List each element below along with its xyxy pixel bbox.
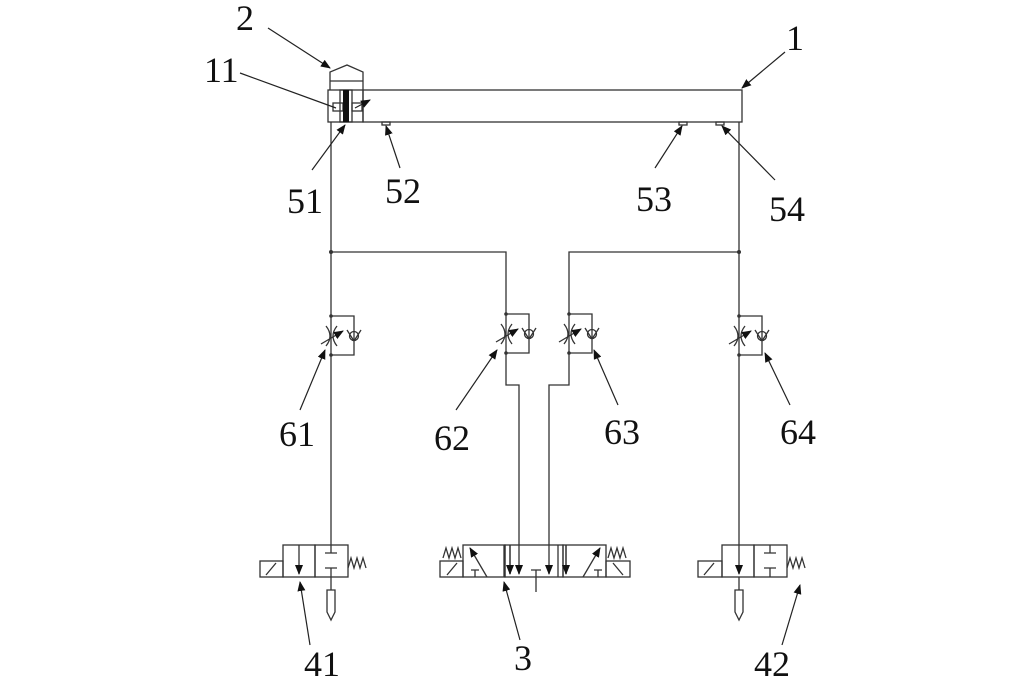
- flow-control-valve-63: [559, 312, 599, 355]
- flow-control-valve-61: [321, 314, 361, 357]
- label-63: 63: [604, 412, 640, 452]
- flow-control-valve-62: [496, 312, 536, 355]
- reference-labels: 2 1 11 51 52 53 54 61 62 63 64 41 3 42: [204, 0, 816, 680]
- label-54: 54: [769, 189, 805, 229]
- label-41: 41: [304, 644, 340, 680]
- label-61: 61: [279, 414, 315, 454]
- label-11: 11: [204, 50, 239, 90]
- label-52: 52: [385, 171, 421, 211]
- label-62: 62: [434, 418, 470, 458]
- cylinder-1: [327, 89, 743, 126]
- flow-control-valve-64: [729, 314, 769, 357]
- label-42: 42: [754, 644, 790, 680]
- solenoid-valve-41: [259, 544, 367, 622]
- label-51: 51: [287, 181, 323, 221]
- cap-2: [329, 64, 364, 90]
- label-1: 1: [786, 18, 804, 58]
- label-64: 64: [780, 412, 816, 452]
- leader-lines: [239, 27, 802, 646]
- label-53: 53: [636, 179, 672, 219]
- label-3: 3: [514, 638, 532, 678]
- label-2: 2: [236, 0, 254, 38]
- directional-valve-3: [439, 544, 631, 592]
- piping: [329, 122, 741, 545]
- solenoid-valve-42: [697, 544, 806, 622]
